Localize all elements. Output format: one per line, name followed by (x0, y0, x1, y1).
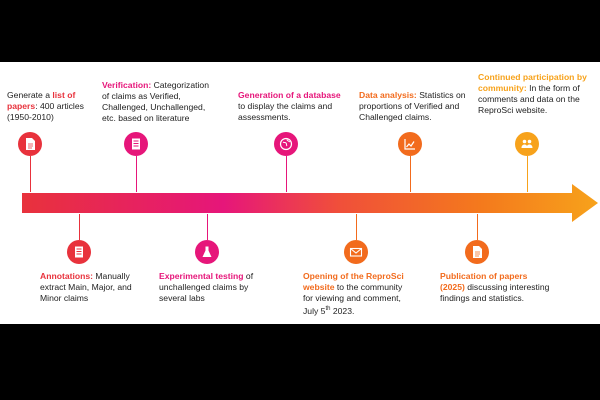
list-icon (75, 246, 83, 258)
event-analysis-text: Data analysis: Statistics on proportions… (359, 90, 471, 123)
event-opening-text: Opening of the ReproSci website to the c… (303, 271, 413, 317)
event-database-desc: to display the claims and assessments. (238, 101, 333, 122)
event-community-stem (527, 156, 529, 192)
event-analysis-stem (410, 156, 412, 192)
event-verification-title: Verification: (102, 80, 152, 90)
event-annotations-text: Annotations: Manually extract Main, Majo… (40, 271, 150, 304)
event-opening-title: Opening of the ReproSci website (303, 271, 404, 292)
timeline-canvas: Generate a list of papers: 400 articles … (0, 62, 600, 324)
event-papers-pre: Generate a (7, 90, 53, 100)
event-experimental-stem (207, 214, 209, 240)
event-papers-node (18, 132, 42, 156)
flask-icon (202, 246, 212, 257)
event-opening-stem (356, 214, 358, 240)
event-verification-text: Verification: Categorization of claims a… (102, 80, 217, 124)
people-icon (521, 139, 533, 148)
envelope-icon (349, 247, 363, 257)
event-opening-sup: th (325, 306, 331, 312)
event-opening-desc-end: 2023. (330, 305, 355, 316)
timeline-arrow (22, 184, 598, 222)
event-annotations-node (67, 240, 91, 264)
document-icon (26, 138, 35, 150)
event-publication-title: Publication of papers (2025) (440, 271, 528, 292)
event-database-title: Generation of a database (238, 90, 341, 100)
event-community-text: Continued participation by community: In… (478, 72, 598, 116)
event-verification-desc: Categorization of claims as Verified, Ch… (102, 80, 209, 123)
event-annotations-stem (79, 214, 81, 240)
event-database-stem (286, 156, 288, 192)
event-papers-title: list of papers (7, 90, 76, 111)
event-opening-node (344, 240, 368, 264)
event-analysis-desc: Statistics on proportions of Verified an… (359, 90, 466, 122)
event-experimental-title: Experimental testing (159, 271, 244, 281)
event-analysis-node (398, 132, 422, 156)
event-community-node (515, 132, 539, 156)
event-publication-desc: discussing interesting findings and stat… (440, 282, 550, 303)
event-annotations-desc: Manually extract Main, Major, and Minor … (40, 271, 132, 303)
event-publication-node (465, 240, 489, 264)
event-publication-text: Publication of papers (2025) discussing … (440, 271, 552, 304)
event-experimental-text: Experimental testing of unchallenged cla… (159, 271, 269, 304)
checklist-icon (132, 138, 140, 150)
event-papers-text: Generate a list of papers: 400 articles … (7, 90, 107, 123)
event-database-text: Generation of a database to display the … (238, 90, 350, 123)
event-opening-desc: to the community for viewing and comment… (303, 282, 403, 316)
globe-icon (279, 137, 293, 151)
event-experimental-node (195, 240, 219, 264)
event-community-title: Continued participation by community: (478, 72, 587, 93)
event-database-node (274, 132, 298, 156)
event-verification-stem (136, 156, 138, 192)
event-publication-stem (477, 214, 479, 240)
event-annotations-title: Annotations: (40, 271, 93, 281)
event-papers-desc: : 400 articles (1950-2010) (7, 101, 84, 122)
event-experimental-desc: of unchallenged claims by several labs (159, 271, 254, 303)
event-analysis-title: Data analysis: (359, 90, 417, 100)
event-papers-stem (30, 156, 32, 192)
event-verification-node (124, 132, 148, 156)
document-icon (473, 246, 482, 258)
event-community-desc: In the form of comments and data on the … (478, 83, 580, 115)
chart-icon (404, 139, 415, 150)
